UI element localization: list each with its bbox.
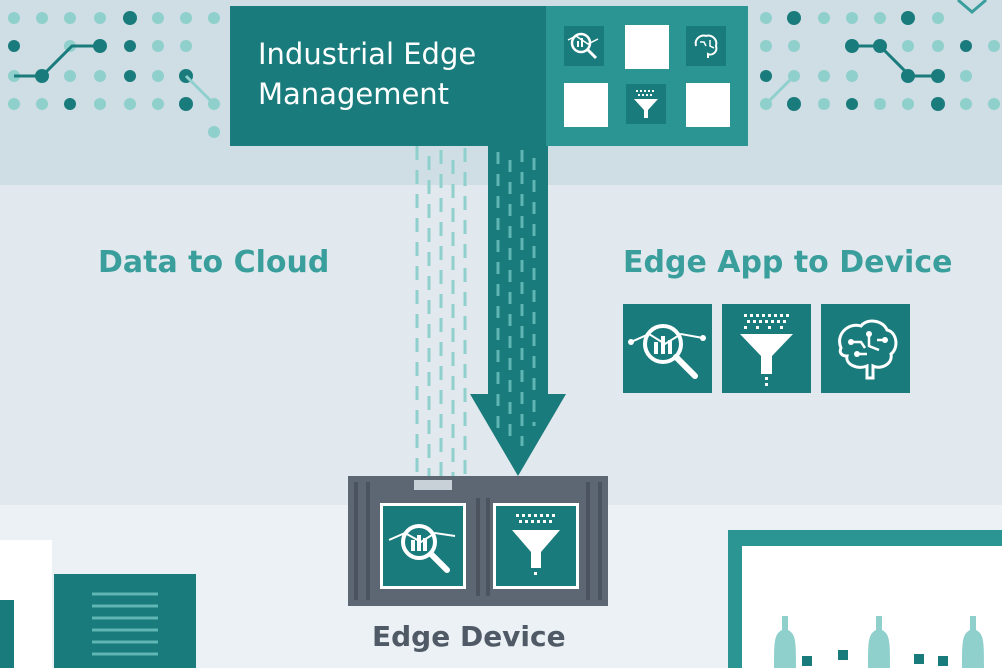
edge-device-heatsink-ribs — [354, 480, 602, 600]
cabinet-vent-lines — [92, 592, 158, 656]
edge-device-box — [348, 476, 608, 606]
edge-device-filter-app — [493, 503, 579, 589]
data-filter-funnel-icon — [512, 514, 560, 575]
repo-empty-tile-1 — [625, 25, 669, 69]
edge-device-analytics-app — [380, 503, 466, 589]
edge-app-to-device-label: Edge App to Device — [623, 245, 953, 280]
right-machine-window — [742, 546, 1002, 668]
circuit-dots-right-decoration — [760, 0, 1000, 111]
edge-device-label: Edge Device — [372, 620, 566, 653]
analytics-magnifier-icon — [628, 324, 706, 379]
edge-app-filter-tile — [722, 304, 811, 393]
repo-brain-tile — [686, 26, 726, 66]
ai-brain-icon — [838, 319, 898, 380]
ai-brain-icon — [694, 34, 718, 58]
data-to-cloud-stream — [415, 146, 467, 476]
left-monitor-stand — [0, 600, 14, 668]
repo-filter-tile — [626, 84, 666, 124]
data-filter-funnel-icon — [634, 90, 658, 118]
edge-management-panel — [230, 6, 548, 146]
data-filter-funnel-icon — [740, 314, 793, 386]
edge-management-title-line1: Industrial Edge — [258, 37, 477, 71]
analytics-magnifier-icon — [567, 32, 599, 60]
data-to-cloud-label: Data to Cloud — [98, 245, 330, 280]
edge-management-title: Industrial Edge Management — [258, 34, 476, 114]
repo-empty-tile-2 — [564, 83, 608, 127]
app-repository-panel — [546, 6, 748, 146]
circuit-dots-left-decoration — [8, 11, 220, 138]
left-control-cabinet — [54, 574, 196, 668]
edge-app-brain-tile — [821, 304, 910, 393]
repo-analytics-tile — [564, 26, 604, 66]
analytics-magnifier-icon — [388, 524, 456, 573]
repo-empty-tile-3 — [686, 83, 730, 127]
edge-management-title-line2: Management — [258, 77, 450, 111]
bottle-line-illustration — [774, 616, 984, 668]
edge-app-analytics-tile — [623, 304, 712, 393]
edge-app-download-arrow — [470, 146, 566, 476]
